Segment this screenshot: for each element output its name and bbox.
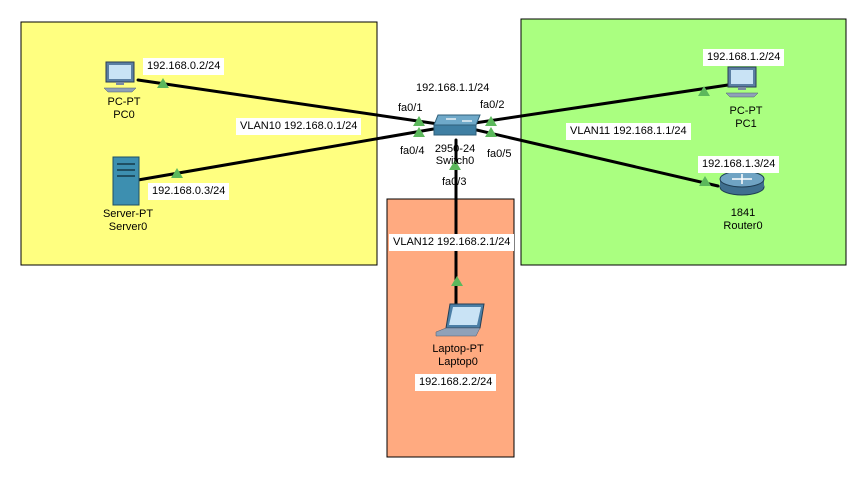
server0-type-label: Server-PT: [102, 208, 154, 220]
switch0-ip-label: 192.168.1.1/24: [412, 80, 494, 97]
pc1-name-label: PC1: [735, 118, 757, 130]
pc0-ip-label: 192.168.0.2/24: [143, 58, 225, 75]
switch0-port-fa04-label: fa0/4: [400, 145, 425, 157]
switch0-port-fa02-label: fa0/2: [480, 99, 505, 111]
vlan12-label: VLAN12 192.168.2.1/24: [389, 234, 515, 251]
router0-name-label: Router0: [723, 220, 763, 232]
link-pc0-switch[interactable]: [136, 78, 447, 127]
switch0-port-fa03-label: fa0/3: [442, 176, 467, 188]
server0-ip-label: 192.168.0.3/24: [148, 183, 230, 200]
pc1-icon[interactable]: [725, 66, 759, 98]
server0-icon[interactable]: [112, 156, 140, 206]
router0-type-label: 1841: [730, 207, 756, 219]
pc0-type-label: PC-PT: [107, 96, 141, 108]
vlan11-label: VLAN11 192.168.1.1/24: [566, 123, 691, 140]
port-indicator-laptop0: [451, 276, 463, 286]
link-pc1-switch[interactable]: [466, 83, 730, 126]
router0-icon[interactable]: [719, 170, 765, 196]
port-indicator-pc0: [157, 78, 169, 88]
link-router0-switch[interactable]: [466, 126, 720, 188]
port-indicator-router0: [699, 176, 711, 186]
port-indicator-server0: [171, 168, 183, 178]
laptop0-type-label: Laptop-PT: [432, 343, 484, 355]
port-indicator-pc1: [698, 86, 710, 96]
switch0-port-fa05-label: fa0/5: [487, 148, 512, 160]
port-indicator-sw-fa05: [485, 127, 497, 137]
pc0-icon[interactable]: [103, 61, 137, 93]
pc0-name-label: PC0: [113, 109, 135, 121]
switch0-port-fa01-label: fa0/1: [398, 102, 423, 114]
switch0-icon[interactable]: [433, 114, 481, 136]
port-indicator-sw-fa02: [485, 116, 497, 126]
router0-ip-label: 192.168.1.3/24: [698, 156, 780, 173]
port-indicator-sw-fa01: [413, 116, 425, 126]
server0-name-label: Server0: [108, 221, 148, 233]
port-indicator-sw-fa04: [413, 127, 425, 137]
pc1-ip-label: 192.168.1.2/24: [703, 49, 785, 66]
switch0-name-label: Switch0: [435, 155, 475, 167]
laptop0-icon[interactable]: [435, 303, 485, 337]
port-indicator-sw-fa03: [449, 160, 461, 170]
vlan11-zone: [520, 18, 847, 266]
laptop0-name-label: Laptop0: [438, 356, 478, 368]
vlan10-label: VLAN10 192.168.0.1/24: [236, 118, 362, 135]
laptop0-ip-label: 192.168.2.2/24: [415, 374, 497, 391]
link-server0-switch[interactable]: [136, 125, 447, 182]
pc1-type-label: PC-PT: [729, 105, 763, 117]
switch0-model-label: 2950-24: [434, 143, 476, 155]
